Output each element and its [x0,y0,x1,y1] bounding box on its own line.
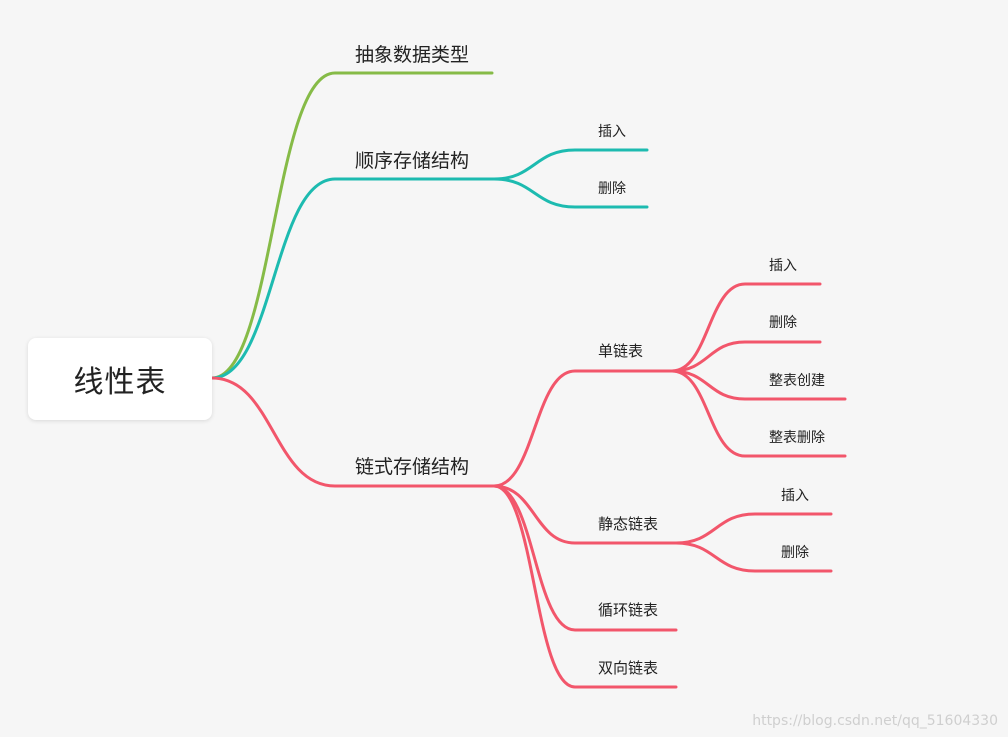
connector-static [492,484,678,545]
node-sequential-delete[interactable]: 删除 [598,181,626,197]
node-static-linked-list[interactable]: 静态链表 [598,515,659,533]
node-adt[interactable]: 抽象数据类型 [355,44,470,66]
node-singly-insert[interactable]: 插入 [769,258,797,274]
connector-circular [492,484,678,632]
watermark: https://blog.csdn.net/qq_51604330 [752,713,998,729]
connector-singly-delete-all [670,369,847,458]
node-singly-delete-all[interactable]: 整表删除 [769,430,825,446]
node-sequential-insert[interactable]: 插入 [598,124,626,140]
connector-singly [492,369,674,488]
node-circular-linked-list[interactable]: 循环链表 [598,601,659,619]
connector-singly-insert [670,282,822,373]
node-doubly-linked-list[interactable]: 双向链表 [598,659,659,677]
node-static-delete[interactable]: 删除 [781,545,809,561]
node-singly-linked-list[interactable]: 单链表 [598,342,644,360]
connector-sequential-delete [492,177,649,209]
connector-sequential-insert [492,148,649,181]
connector-doubly [492,484,678,689]
connector-singly-create-all [670,369,847,401]
root-node-label: 线性表 [73,365,167,400]
connector-sequential [210,177,496,380]
node-linked-storage[interactable]: 链式存储结构 [355,456,470,478]
connector-static-delete [674,541,833,573]
root-node[interactable]: 线性表 [28,338,212,420]
node-singly-create-all[interactable]: 整表创建 [769,373,825,389]
node-sequential-storage[interactable]: 顺序存储结构 [355,150,470,172]
connector-singly-delete [670,340,822,373]
connector-static-insert [674,512,833,545]
connector-adt [210,71,494,380]
connector-linked [210,376,496,488]
node-singly-delete[interactable]: 删除 [769,315,797,331]
node-static-insert[interactable]: 插入 [781,488,809,504]
